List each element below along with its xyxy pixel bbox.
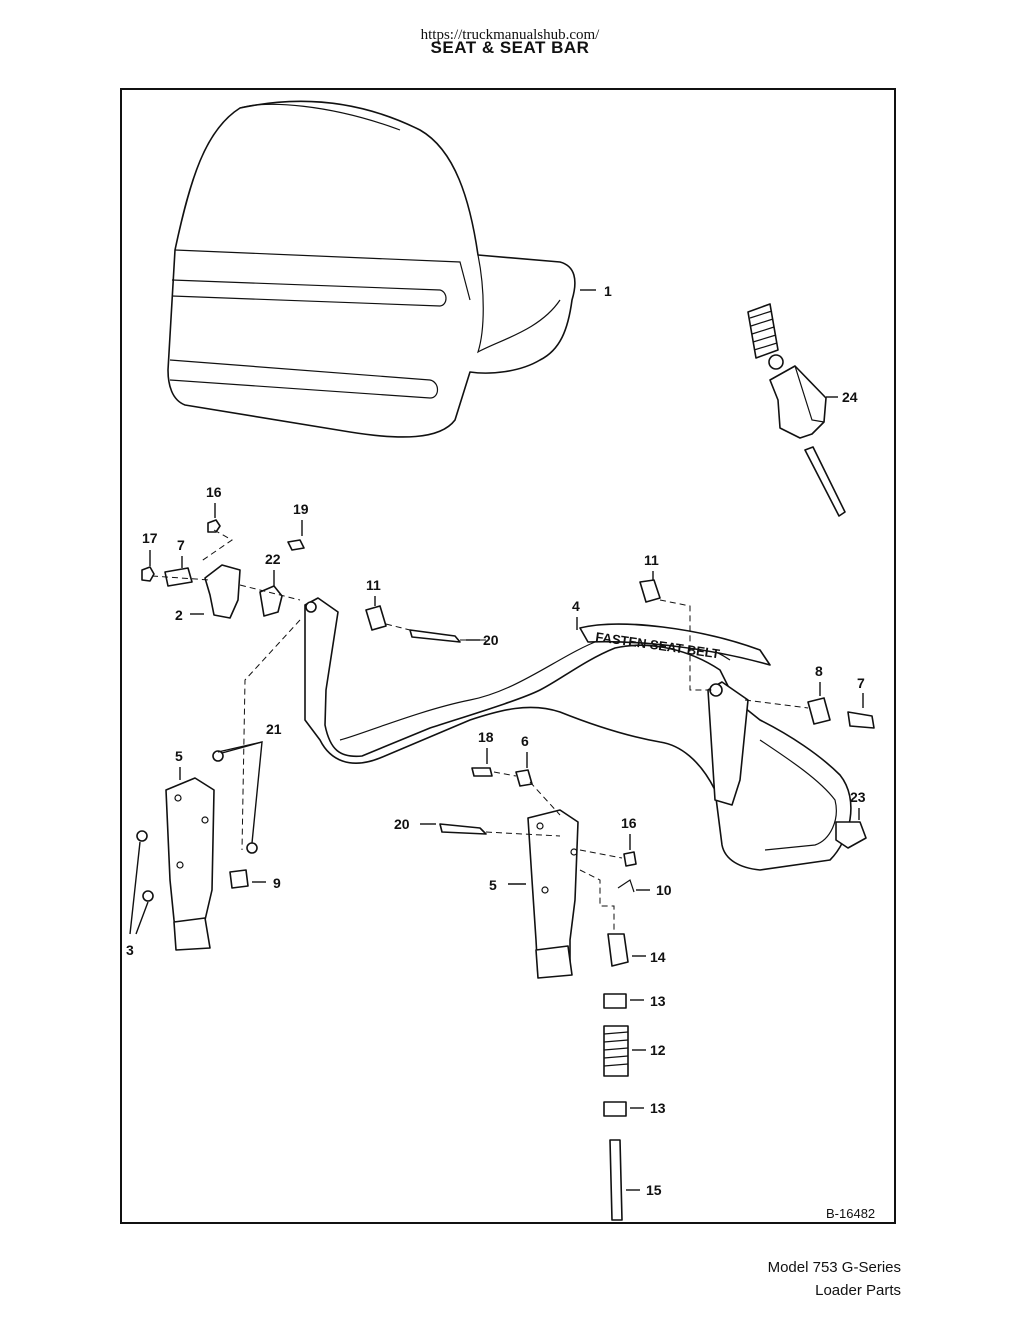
- callout-23: 23: [850, 789, 866, 805]
- callout-2: 2: [175, 607, 183, 623]
- callout-15: 15: [646, 1182, 662, 1198]
- source-url: https://truckmanualshub.com/: [420, 27, 600, 43]
- callout-13-bottom: 13: [650, 1100, 666, 1116]
- hardware-illustrations: [136, 519, 875, 1221]
- callout-17: 17: [142, 530, 158, 546]
- callout-leader-lines: [129, 289, 864, 1191]
- callout-3: 3: [126, 942, 134, 958]
- seat-switch-assembly-illustration: [747, 303, 846, 517]
- callout-10: 10: [656, 882, 672, 898]
- callout-20-top: 20: [483, 632, 499, 648]
- callout-24: 24: [842, 389, 858, 405]
- footer-section: Loader Parts: [815, 1282, 901, 1299]
- callout-7-left: 7: [177, 537, 185, 553]
- callout-16-right: 16: [621, 815, 637, 831]
- assembly-dashed-lines: [151, 529, 809, 932]
- callout-22: 22: [265, 551, 281, 567]
- footer-model: Model 753 G-Series: [767, 1259, 901, 1276]
- callout-4: 4: [572, 598, 580, 614]
- callout-11-left: 11: [366, 577, 381, 593]
- callout-5-left: 5: [175, 748, 183, 764]
- callout-6: 6: [521, 733, 529, 749]
- callout-7-right: 7: [857, 675, 865, 691]
- page-footer: Model 753 G-Series Loader Parts: [768, 1256, 901, 1302]
- mount-bracket-illustrations: [165, 777, 579, 979]
- callout-12: 12: [650, 1042, 666, 1058]
- callout-9: 9: [273, 875, 281, 891]
- callout-16-top: 16: [206, 484, 222, 500]
- callout-11-right: 11: [644, 552, 659, 568]
- seat-bar-illustration: FASTEN SEAT BELT: [304, 597, 852, 871]
- diagram-frame: [120, 88, 896, 1224]
- callout-19: 19: [293, 501, 309, 517]
- seat-illustration: [167, 100, 576, 438]
- callout-20-bottom: 20: [394, 816, 410, 832]
- callout-labels: 1 24 16 19 17 7 22 2 11 11 4 20 8 7 21 5…: [126, 283, 875, 1221]
- drawing-number: B-16482: [826, 1206, 875, 1221]
- callout-8: 8: [815, 663, 823, 679]
- callout-21: 21: [266, 721, 282, 737]
- callout-18: 18: [478, 729, 494, 745]
- callout-1: 1: [604, 283, 612, 299]
- callout-5-right: 5: [489, 877, 497, 893]
- callout-13-top: 13: [650, 993, 666, 1009]
- page-title: SEAT & SEAT BAR: [430, 38, 590, 57]
- callout-14: 14: [650, 949, 666, 965]
